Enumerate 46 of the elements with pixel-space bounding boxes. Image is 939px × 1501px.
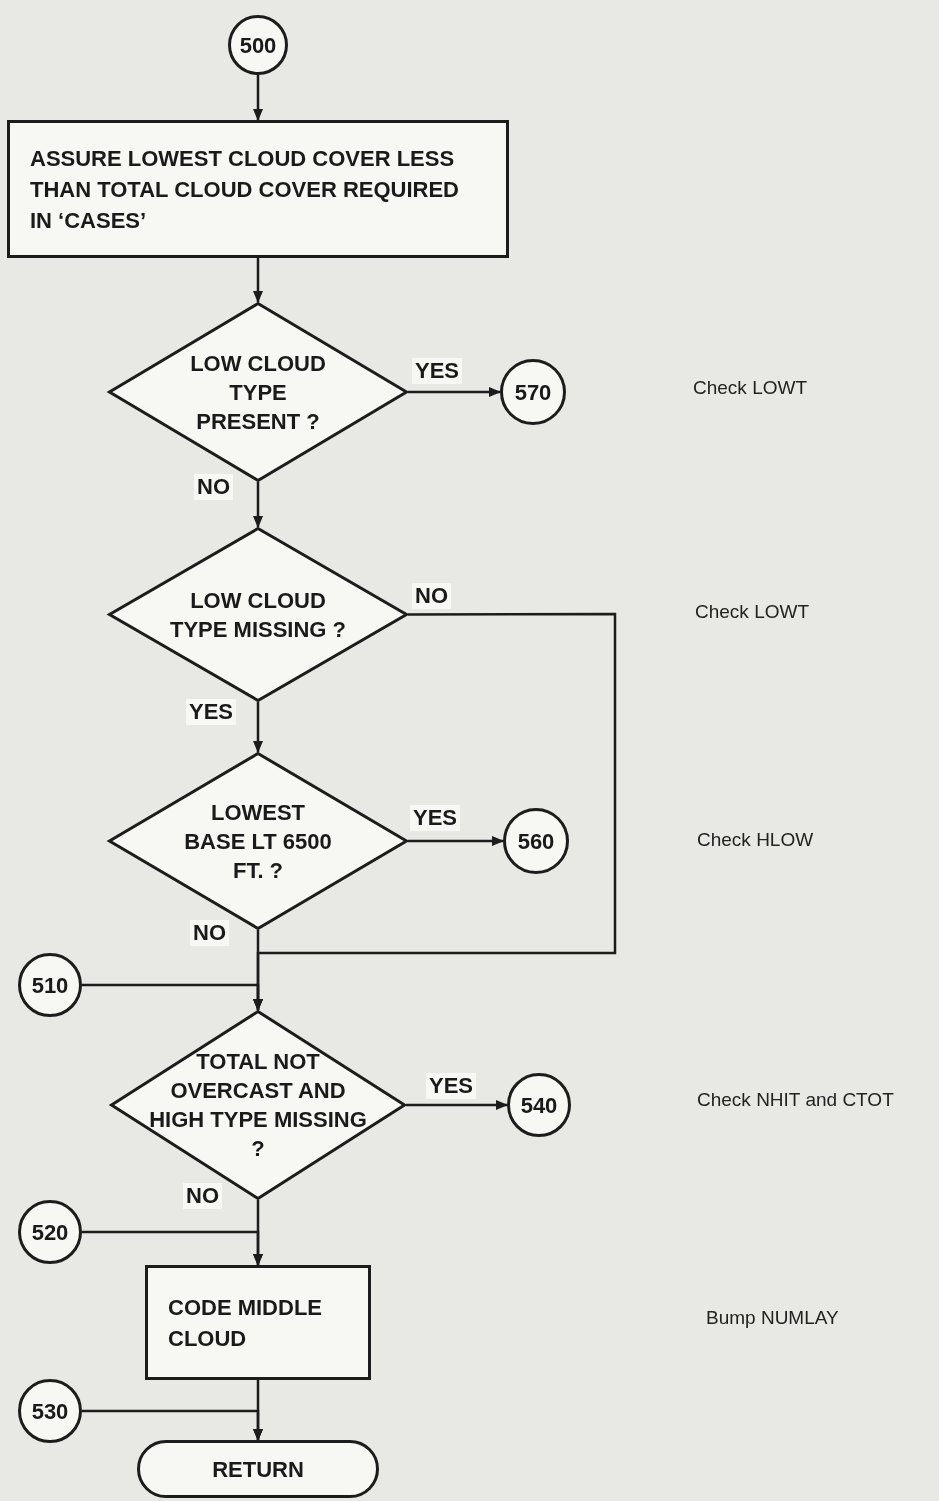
- node-text: TOTAL NOT OVERCAST AND HIGH TYPE MISSING ?: [148, 1048, 368, 1163]
- arrow: [82, 1230, 263, 1266]
- decision-diamond: [108, 527, 408, 702]
- edge-label: YES: [410, 805, 461, 831]
- node-text: RETURN: [212, 1455, 304, 1484]
- connector-number: 560: [517, 827, 555, 856]
- connector-circle: [18, 1379, 82, 1443]
- arrow: [82, 983, 263, 1011]
- connector-number: 510: [31, 971, 69, 1000]
- connector-circle: [18, 1200, 82, 1264]
- process-box: [7, 120, 509, 258]
- edge-label: NO: [412, 583, 451, 609]
- node-text: ASSURE LOWEST CLOUD COVER LESS THAN TOTAL CLOUD COVER REQUIRED IN ‘CASES’: [30, 144, 460, 235]
- terminal-box: [137, 1440, 379, 1498]
- arrow: [253, 258, 263, 303]
- connector-number: 520: [31, 1218, 69, 1247]
- node-text: LOWEST BASE LT 6500 FT. ?: [183, 798, 333, 885]
- edge-label: NO: [183, 1183, 222, 1209]
- note-text: Check HLOW: [697, 829, 814, 851]
- connector-number: 570: [514, 378, 552, 407]
- note-text: Check LOWT: [693, 377, 808, 399]
- node-text: CODE MIDDLE CLOUD: [168, 1293, 323, 1353]
- connector-number: 540: [520, 1091, 558, 1120]
- arrow: [408, 836, 504, 846]
- connector-circle: [507, 1073, 571, 1137]
- node-text: LOW CLOUD TYPE MISSING ?: [169, 586, 347, 644]
- edge-label: YES: [186, 699, 237, 725]
- note-text: Bump NUMLAY: [706, 1307, 839, 1329]
- edge-label: YES: [412, 358, 463, 384]
- node-text: LOW CLOUD TYPE PRESENT ?: [189, 349, 327, 436]
- connector-number: 500: [239, 31, 277, 60]
- arrow: [408, 387, 501, 397]
- note-text: Check NHIT and CTOT: [697, 1089, 894, 1111]
- arrow: [253, 702, 263, 753]
- arrow: [406, 1100, 508, 1110]
- edge-label: NO: [190, 920, 229, 946]
- arrow: [253, 75, 263, 121]
- edge-label: YES: [426, 1073, 477, 1099]
- process-box: [145, 1265, 371, 1380]
- connector-circle: [18, 953, 82, 1017]
- connector-number: 530: [31, 1397, 69, 1426]
- arrow: [253, 482, 263, 528]
- edge-label: NO: [194, 474, 233, 500]
- connector-circle: [228, 15, 288, 75]
- arrow: [82, 1409, 263, 1441]
- note-text: Check LOWT: [695, 601, 810, 623]
